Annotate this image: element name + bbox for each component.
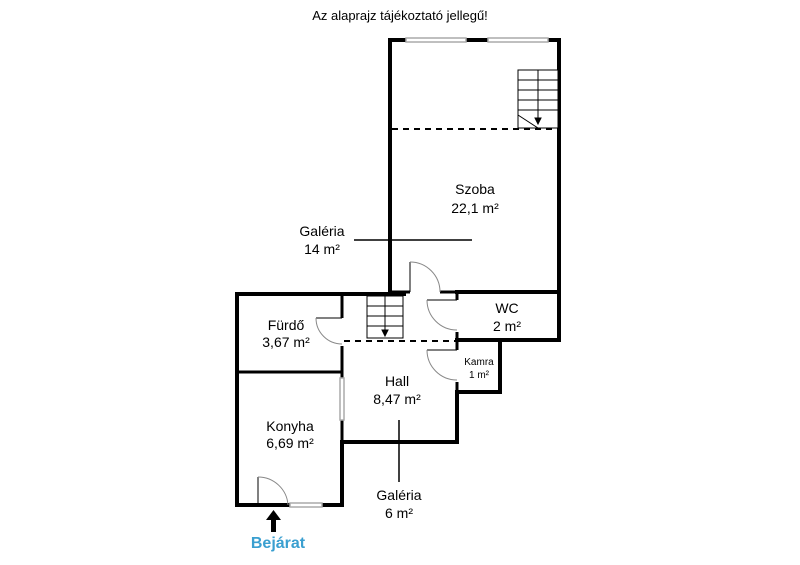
wc-name: WC bbox=[495, 300, 518, 316]
hall-name: Hall bbox=[385, 373, 409, 389]
window-konyha-bottom bbox=[289, 502, 323, 508]
entrance-label: Bejárat bbox=[250, 535, 306, 552]
hall-area: 8,47 m² bbox=[373, 391, 421, 407]
kamra-name: Kamra bbox=[464, 357, 494, 368]
walls bbox=[235, 38, 561, 507]
window-top-2 bbox=[487, 37, 549, 43]
galeria-lower-name: Galéria bbox=[376, 487, 421, 503]
disclaimer-note: Az alaprajz tájékoztató jellegű! bbox=[312, 8, 488, 23]
wc-area: 2 m² bbox=[493, 318, 521, 334]
window-top-1 bbox=[405, 37, 467, 43]
kamra-area: 1 m² bbox=[469, 370, 490, 381]
konyha-name: Konyha bbox=[266, 418, 314, 434]
konyha-area: 6,69 m² bbox=[266, 435, 314, 451]
wall-kamra bbox=[455, 338, 502, 394]
window-hall bbox=[339, 377, 345, 421]
szoba-name: Szoba bbox=[455, 181, 495, 197]
windows bbox=[289, 37, 549, 508]
szoba-area: 22,1 m² bbox=[451, 200, 499, 216]
stairs-lower bbox=[366, 295, 404, 339]
galeria-upper-area: 14 m² bbox=[304, 241, 340, 257]
furdo-name: Fürdő bbox=[268, 317, 305, 333]
galeria-upper-name: Galéria bbox=[299, 223, 344, 239]
doors bbox=[257, 261, 458, 506]
galeria-lower-area: 6 m² bbox=[385, 505, 413, 521]
furdo-area: 3,67 m² bbox=[262, 334, 310, 350]
wall-lower-left bbox=[235, 292, 406, 507]
wall-szoba bbox=[388, 38, 561, 342]
stairs-upper bbox=[517, 69, 559, 129]
entrance-arrow-icon bbox=[266, 510, 281, 532]
